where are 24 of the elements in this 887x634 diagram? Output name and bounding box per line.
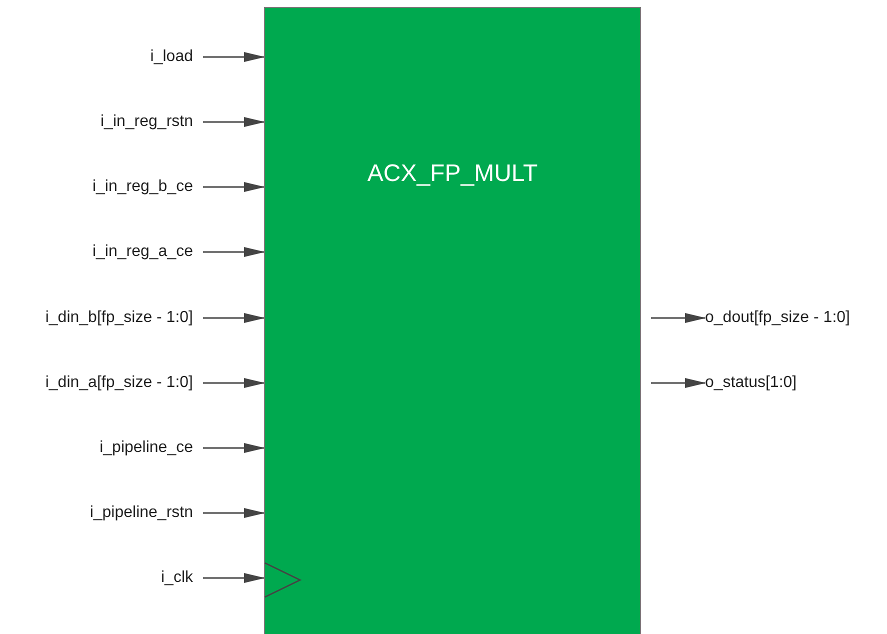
signal-label: o_dout[fp_size - 1:0] <box>705 308 850 328</box>
signal-label: i_din_a[fp_size - 1:0] <box>45 373 193 393</box>
signal-arrow <box>651 378 706 388</box>
signal-arrow <box>651 313 706 323</box>
signal-arrow <box>203 52 265 62</box>
signal-label: i_load <box>150 47 193 67</box>
signal-arrow <box>203 247 265 257</box>
signal-label: i_in_reg_rstn <box>100 112 193 132</box>
module-name: ACX_FP_MULT <box>367 159 538 189</box>
signal-arrow <box>203 573 265 583</box>
signal-label: i_pipeline_ce <box>100 438 193 458</box>
signal-arrow <box>203 443 265 453</box>
module-block <box>264 7 641 634</box>
signal-arrow <box>203 508 265 518</box>
signal-label: i_clk <box>160 568 193 588</box>
signal-label: i_pipeline_rstn <box>90 503 193 523</box>
signal-arrow <box>203 313 265 323</box>
signal-arrow <box>203 378 265 388</box>
signal-arrow <box>203 182 265 192</box>
signal-arrow <box>203 117 265 127</box>
signal-label: o_status[1:0] <box>705 373 797 393</box>
signal-label: i_in_reg_a_ce <box>92 242 193 262</box>
signal-label: i_din_b[fp_size - 1:0] <box>45 308 193 328</box>
signal-label: i_in_reg_b_ce <box>92 177 193 197</box>
